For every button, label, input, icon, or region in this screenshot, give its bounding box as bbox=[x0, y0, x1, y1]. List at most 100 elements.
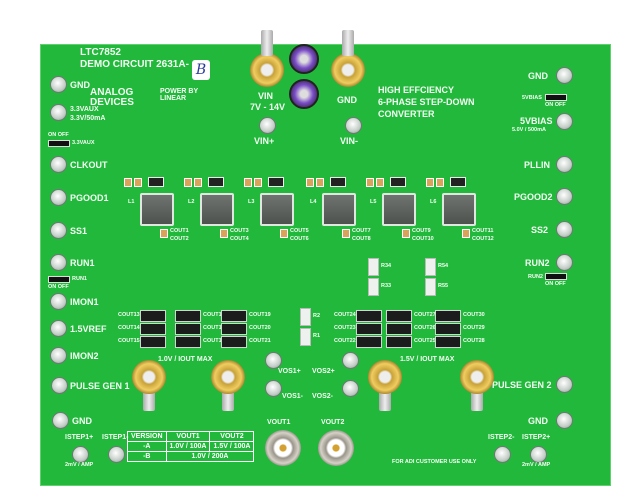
vout1-connector-j3[interactable] bbox=[132, 360, 166, 394]
inductor-label: L1 bbox=[128, 199, 135, 205]
pgood1-terminal[interactable] bbox=[50, 189, 67, 206]
inductor-3 bbox=[260, 193, 294, 226]
capacitor bbox=[124, 178, 132, 187]
cout-label: COUT2 bbox=[170, 236, 189, 242]
capacitor bbox=[134, 178, 142, 187]
cout-label: COUT26 bbox=[414, 325, 436, 331]
vos1-plus-terminal[interactable] bbox=[265, 352, 282, 369]
pulse-gen1-terminal[interactable] bbox=[51, 377, 68, 394]
pllin-terminal[interactable] bbox=[556, 156, 573, 173]
gnd-terminal[interactable] bbox=[52, 412, 69, 429]
output-mlcc bbox=[140, 336, 166, 348]
pulse-gen2-terminal[interactable] bbox=[556, 376, 573, 393]
jumper-label: 5VBIAS bbox=[522, 95, 542, 101]
3v3aux-jumper[interactable] bbox=[48, 140, 70, 147]
output-mlcc bbox=[140, 310, 166, 322]
run2-terminal[interactable] bbox=[556, 254, 573, 271]
vout2-bnc-connector[interactable] bbox=[318, 430, 354, 466]
gnd-connector-j4[interactable] bbox=[211, 360, 245, 394]
title-line: HIGH EFFCIENCY bbox=[378, 85, 455, 95]
5vbias-terminal[interactable] bbox=[556, 113, 573, 130]
off-label: OFF bbox=[554, 281, 566, 287]
terminal-label: GND bbox=[528, 416, 548, 426]
terminal-label: GND bbox=[528, 71, 548, 81]
output-mlcc bbox=[356, 310, 382, 322]
vos-label: VOS1+ bbox=[278, 368, 301, 375]
istep1-minus-terminal[interactable] bbox=[108, 446, 125, 463]
5vbias-jumper[interactable] bbox=[545, 94, 567, 101]
cout-label: COUT24 bbox=[334, 312, 356, 318]
terminal-label: GND bbox=[72, 416, 92, 426]
table-cell: -A bbox=[127, 441, 167, 452]
gnd-connector-j6[interactable] bbox=[368, 360, 402, 394]
on-label: ON bbox=[48, 284, 57, 290]
inductor-label: L5 bbox=[370, 199, 377, 205]
capacitor bbox=[306, 178, 314, 187]
cout-label: COUT14 bbox=[118, 325, 140, 331]
vos-label: VOS2- bbox=[312, 393, 334, 400]
output-mlcc bbox=[356, 336, 382, 348]
cout-label: COUT12 bbox=[472, 236, 494, 242]
vin-minus-label: VIN- bbox=[340, 136, 358, 146]
output-mlcc bbox=[221, 310, 247, 322]
vin-minus-terminal[interactable] bbox=[345, 117, 362, 134]
vout2-iout-label: 1.5V / IOUT MAX bbox=[400, 356, 455, 363]
output-mlcc bbox=[435, 336, 461, 348]
3v3aux-terminal[interactable] bbox=[50, 104, 67, 121]
table-header: VERSION bbox=[127, 431, 167, 442]
imon1-terminal[interactable] bbox=[50, 293, 67, 310]
istep2-plus-terminal[interactable] bbox=[530, 446, 547, 463]
vos2-minus-terminal[interactable] bbox=[342, 380, 359, 397]
run1-terminal[interactable] bbox=[50, 254, 67, 271]
output-mlcc bbox=[386, 336, 412, 348]
cout-label: COUT30 bbox=[463, 312, 485, 318]
vin-connector-j1[interactable] bbox=[250, 53, 284, 87]
gnd-terminal[interactable] bbox=[556, 412, 573, 429]
gnd-terminal[interactable] bbox=[556, 67, 573, 84]
clkout-terminal[interactable] bbox=[50, 156, 67, 173]
sense-resistor bbox=[368, 278, 379, 296]
on-label: ON bbox=[48, 132, 57, 138]
ss1-terminal[interactable] bbox=[50, 222, 67, 239]
ss2-terminal[interactable] bbox=[556, 221, 573, 238]
pgood2-terminal[interactable] bbox=[556, 188, 573, 205]
cout-label: COUT9 bbox=[412, 228, 431, 234]
vout1-bnc-connector[interactable] bbox=[265, 430, 301, 466]
sense-resistor bbox=[368, 258, 379, 276]
run1-jumper[interactable] bbox=[48, 276, 70, 283]
terminal-label: 5VBIAS bbox=[520, 116, 553, 126]
output-mlcc bbox=[175, 323, 201, 335]
on-label: ON bbox=[545, 102, 554, 108]
vos2-plus-terminal[interactable] bbox=[342, 352, 359, 369]
istep1-plus-terminal[interactable] bbox=[72, 446, 89, 463]
cout-label: COUT1 bbox=[170, 228, 189, 234]
output-mlcc bbox=[221, 336, 247, 348]
vout2-connector-j5[interactable] bbox=[460, 360, 494, 394]
terminal-label: CLKOUT bbox=[70, 160, 108, 170]
resistor-label: R1 bbox=[313, 333, 321, 339]
1v5ref-terminal[interactable] bbox=[50, 320, 67, 337]
vin-plus-terminal[interactable] bbox=[259, 117, 276, 134]
cout-label: COUT17 bbox=[203, 325, 225, 331]
output-capacitor bbox=[220, 229, 228, 238]
terminal-label: PLLIN bbox=[524, 160, 550, 170]
run2-jumper[interactable] bbox=[545, 273, 567, 280]
jumper-label: RUN1 bbox=[72, 276, 87, 282]
jumper-on-off: ON OFF bbox=[545, 281, 566, 288]
output-capacitor bbox=[462, 229, 470, 238]
inductor-label: L4 bbox=[310, 199, 317, 205]
gnd-terminal[interactable] bbox=[50, 76, 67, 93]
table-header: VOUT2 bbox=[209, 431, 255, 442]
cout-label: COUT3 bbox=[230, 228, 249, 234]
gnd-connector-j2[interactable] bbox=[331, 53, 365, 87]
sense-resistor bbox=[425, 258, 436, 276]
demo-circuit-label: DEMO CIRCUIT 2631A- bbox=[80, 59, 189, 70]
istep-label: ISTEP1- bbox=[102, 434, 129, 441]
vos1-minus-terminal[interactable] bbox=[265, 380, 282, 397]
istep2-minus-terminal[interactable] bbox=[494, 446, 511, 463]
cout-label: COUT27 bbox=[414, 312, 436, 318]
cout-label: COUT19 bbox=[249, 312, 271, 318]
terminal-label: GND bbox=[70, 80, 90, 90]
imon2-terminal[interactable] bbox=[50, 347, 67, 364]
